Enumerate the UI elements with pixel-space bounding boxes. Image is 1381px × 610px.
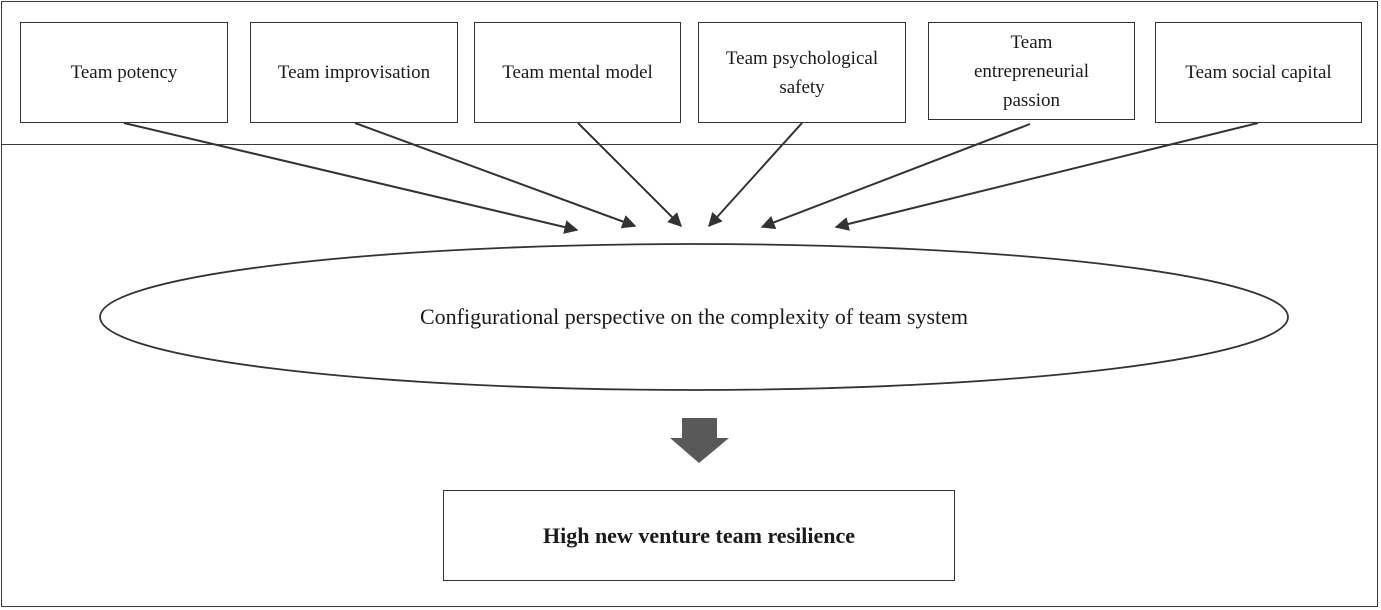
factor-label: Team potency (70, 62, 178, 83)
factor-label: Team social capital (1185, 62, 1332, 83)
factor-label: Team mental model (502, 62, 653, 83)
factor-label: Team psychological safety (725, 47, 879, 98)
factor-box-team-social-capital: Team social capital (1155, 22, 1362, 123)
outcome-box: High new venture team resilience (443, 490, 955, 581)
ellipse-label: Configurational perspective on the compl… (419, 304, 969, 329)
factor-label: Team improvisation (277, 62, 431, 83)
factor-box-team-improvisation: Team improvisation (250, 22, 458, 123)
factor-label: Team entrepreneurial passion (974, 31, 1089, 111)
factor-box-team-entrepreneurial-passion: Team entrepreneurial passion (928, 22, 1135, 120)
factor-box-team-mental-model: Team mental model (474, 22, 681, 123)
outcome-label: High new venture team resilience (542, 522, 856, 548)
factor-box-team-psychological-safety: Team psychological safety (698, 22, 906, 123)
factors-band (2, 2, 1377, 145)
factor-box-team-potency: Team potency (20, 22, 228, 123)
